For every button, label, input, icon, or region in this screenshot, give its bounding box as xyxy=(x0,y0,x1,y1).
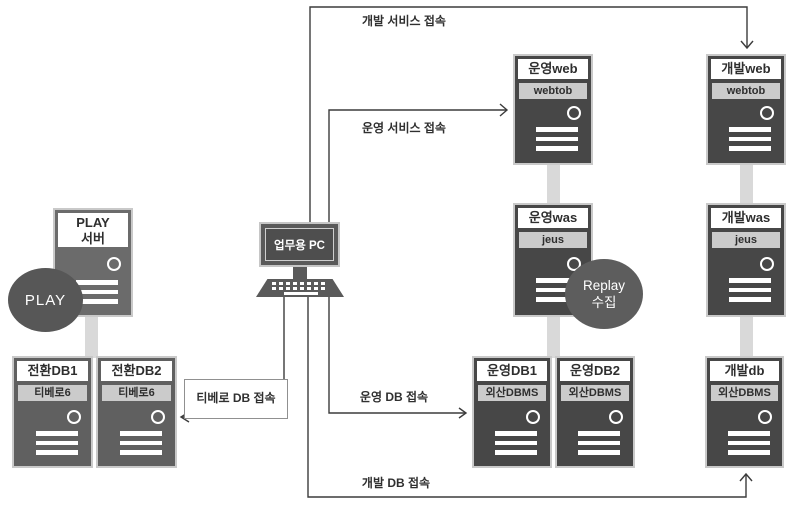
edge-label-ops-service: 운영 서비스 접속 xyxy=(362,121,446,135)
wire-dev-db xyxy=(307,296,747,498)
server-ops-db1-title: 운영DB1 xyxy=(477,361,547,381)
server-dev-web-band: webtob xyxy=(712,83,780,99)
server-ops-was-band: jeus xyxy=(519,232,587,248)
replay-badge: Replay 수집 xyxy=(565,259,643,329)
server-dev-web-title: 개발web xyxy=(711,59,781,79)
replay-badge-line1: Replay xyxy=(582,278,626,293)
rack-link-play-convdb xyxy=(85,315,98,358)
play-badge: PLAY xyxy=(8,268,83,332)
server-conv-db2-band: 티베로6 xyxy=(102,385,171,401)
server-ops-db2: 운영DB2 외산DBMS xyxy=(555,356,635,468)
server-dev-was-title: 개발was xyxy=(711,208,781,228)
server-conv-db2: 전환DB2 티베로6 xyxy=(96,356,177,468)
server-ops-web: 운영web webtob xyxy=(513,54,593,165)
vent-lines-icon xyxy=(55,275,131,304)
monitor-stand-icon xyxy=(293,267,307,280)
rack-link-dev-was-db xyxy=(740,315,753,358)
server-play-title-line2: 서버 xyxy=(81,231,105,246)
vent-lines-icon xyxy=(515,273,591,302)
power-indicator-icon xyxy=(760,106,774,120)
power-indicator-icon xyxy=(526,410,540,424)
server-conv-db1-title: 전환DB1 xyxy=(17,361,88,381)
rack-link-dev-web-was xyxy=(740,163,753,206)
server-play: PLAY 서버 xyxy=(53,208,133,317)
arrowhead-ops-db-icon xyxy=(458,407,468,419)
vent-lines-icon xyxy=(14,426,91,455)
vent-lines-icon xyxy=(515,122,591,151)
edge-label-dev-service: 개발 서비스 접속 xyxy=(362,14,446,28)
server-conv-db2-title: 전환DB2 xyxy=(101,361,172,381)
keyboard-icon xyxy=(256,279,344,297)
server-dev-web: 개발web webtob xyxy=(706,54,786,165)
server-ops-web-title: 운영web xyxy=(518,59,588,79)
power-indicator-icon xyxy=(758,410,772,424)
server-dev-db-band: 외산DBMS xyxy=(711,385,778,401)
wire-dev-service xyxy=(309,6,748,222)
server-ops-was: 운영was jeus xyxy=(513,203,593,317)
power-indicator-icon xyxy=(107,257,121,271)
vent-lines-icon xyxy=(557,426,633,455)
server-conv-db1: 전환DB1 티베로6 xyxy=(12,356,93,468)
server-dev-db: 개발db 외산DBMS xyxy=(705,356,784,468)
wire-ops-service xyxy=(328,109,506,222)
work-pc-label: 업무용 PC xyxy=(265,228,334,261)
server-play-title: PLAY 서버 xyxy=(58,213,128,247)
work-pc-monitor-icon: 업무용 PC xyxy=(259,222,340,267)
wire-ops-db xyxy=(328,296,465,414)
server-play-title-line1: PLAY xyxy=(76,215,110,230)
server-ops-db1-band: 외산DBMS xyxy=(478,385,546,401)
arrowhead-dev-db-icon xyxy=(739,472,753,482)
server-ops-db2-band: 외산DBMS xyxy=(561,385,629,401)
power-indicator-icon xyxy=(151,410,165,424)
play-badge-label: PLAY xyxy=(24,291,67,309)
server-ops-web-band: webtob xyxy=(519,83,587,99)
power-indicator-icon xyxy=(609,410,623,424)
arrowhead-ops-service-icon xyxy=(499,103,509,117)
server-ops-was-title: 운영was xyxy=(518,208,588,228)
arrowhead-dev-service-icon xyxy=(740,40,754,50)
server-conv-db1-band: 티베로6 xyxy=(18,385,87,401)
vent-lines-icon xyxy=(474,426,550,455)
rack-link-ops-web-was xyxy=(547,163,560,206)
vent-lines-icon xyxy=(708,273,784,302)
edge-label-dev-db: 개발 DB 접속 xyxy=(361,476,431,490)
server-dev-db-title: 개발db xyxy=(710,361,779,381)
vent-lines-icon xyxy=(708,122,784,151)
vent-lines-icon xyxy=(707,426,782,455)
power-indicator-icon xyxy=(67,410,81,424)
rack-link-ops-was-db xyxy=(547,315,560,358)
server-dev-was: 개발was jeus xyxy=(706,203,786,317)
server-dev-was-band: jeus xyxy=(712,232,780,248)
replay-badge-line2: 수집 xyxy=(591,295,617,310)
vent-lines-icon xyxy=(98,426,175,455)
server-ops-db2-title: 운영DB2 xyxy=(560,361,630,381)
server-ops-db1: 운영DB1 외산DBMS xyxy=(472,356,552,468)
edge-label-ops-db: 운영 DB 접속 xyxy=(359,390,429,404)
edge-label-tibero-db: 티베로 DB 접속 xyxy=(184,379,288,419)
power-indicator-icon xyxy=(567,106,581,120)
power-indicator-icon xyxy=(760,257,774,271)
